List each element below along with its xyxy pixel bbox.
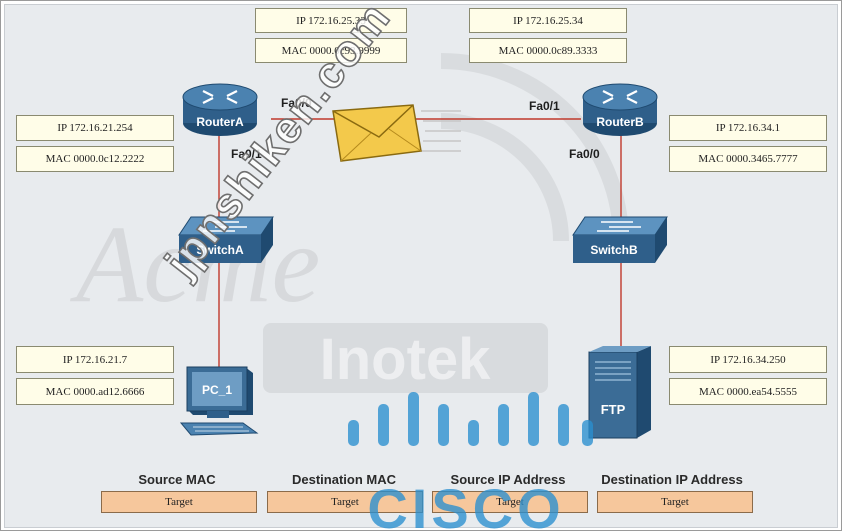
router-b-icon[interactable]: RouterB	[579, 79, 661, 141]
routerb-fa01-ip-box: IP 172.16.25.34	[469, 8, 627, 33]
routera-fa01-mac-box: MAC 0000.0c12.2222	[16, 146, 174, 172]
router-a-label: RouterA	[196, 115, 244, 129]
switch-a-label: SwitchA	[196, 243, 244, 257]
switch-a-icon[interactable]: SwitchA	[177, 211, 277, 269]
routerb-fa01-mac-box: MAC 0000.0c89.3333	[469, 38, 627, 63]
routera-fa01-ip-box: IP 172.16.21.254	[16, 115, 174, 141]
pc-icon[interactable]: PC_1	[173, 363, 263, 445]
routerb-fa00-mac-box: MAC 0000.3465.7777	[669, 146, 827, 172]
source-ip-target[interactable]: Target	[432, 491, 588, 513]
pc-mac-box: MAC 0000.ad12.6666	[16, 378, 174, 405]
routera-fa00-label: Fa0/0	[281, 96, 312, 110]
pc-ip-box: IP 172.16.21.7	[16, 346, 174, 373]
envelope-icon	[332, 104, 461, 162]
routerb-fa00-ip-box: IP 172.16.34.1	[669, 115, 827, 141]
destination-ip-target[interactable]: Target	[597, 491, 753, 513]
ftp-label: FTP	[601, 402, 626, 417]
destination-ip-header: Destination IP Address	[601, 472, 743, 487]
router-a-icon[interactable]: RouterA	[179, 79, 261, 141]
routerb-fa01-label: Fa0/1	[529, 99, 560, 113]
diagram-background	[4, 4, 838, 528]
destination-mac-header: Destination MAC	[292, 472, 396, 487]
routera-fa00-ip-box: IP 172.16.25.33	[255, 8, 407, 33]
destination-mac-target[interactable]: Target	[267, 491, 423, 513]
routera-fa01-label: Fa0/1	[231, 147, 262, 161]
ftp-server-icon[interactable]: FTP	[585, 344, 661, 444]
router-b-label: RouterB	[596, 115, 644, 129]
ftp-ip-box: IP 172.16.34.250	[669, 346, 827, 373]
source-mac-target[interactable]: Target	[101, 491, 257, 513]
source-ip-header: Source IP Address	[450, 472, 566, 487]
pc-label: PC_1	[202, 383, 232, 397]
ftp-mac-box: MAC 0000.ea54.5555	[669, 378, 827, 405]
source-mac-header: Source MAC	[138, 472, 216, 487]
switch-b-label: SwitchB	[590, 243, 638, 257]
routera-fa00-mac-box: MAC 0000.0c93.9999	[255, 38, 407, 63]
switch-b-icon[interactable]: SwitchB	[571, 211, 671, 269]
routerb-fa00-label: Fa0/0	[569, 147, 600, 161]
